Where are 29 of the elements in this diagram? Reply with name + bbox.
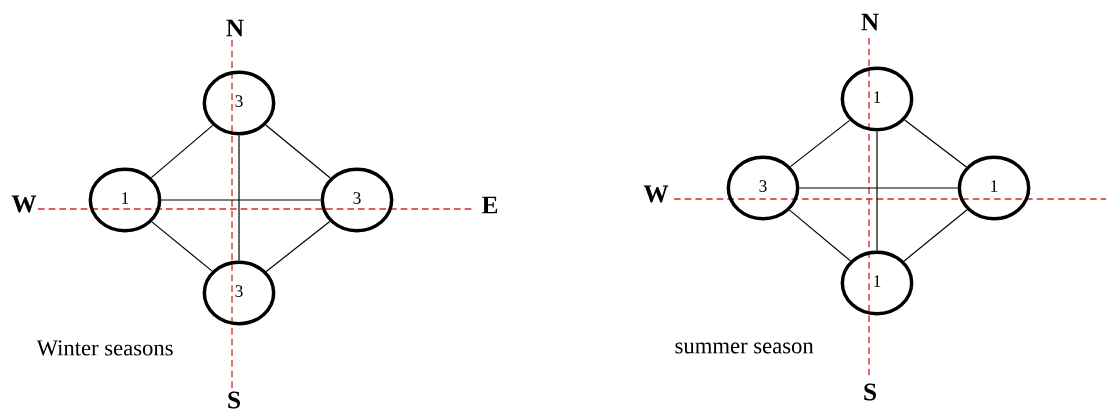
compass-letter: E (480, 195, 500, 215)
edge-line (789, 119, 851, 168)
ellipse-node: 1 (840, 66, 914, 132)
season-caption: summer season (673, 341, 816, 355)
edge-line (876, 130, 878, 252)
season-caption: Winter seasons (35, 339, 175, 357)
compass-letter: W (10, 194, 38, 214)
ellipse-node: 3 (202, 70, 276, 136)
ellipse-node: 3 (726, 155, 800, 221)
ellipse-node: 1 (840, 250, 914, 316)
compass-letter: S (225, 390, 243, 410)
compass-letter: N (859, 12, 881, 32)
edge-line (798, 187, 959, 189)
edge-line (265, 220, 331, 273)
edge-line (150, 124, 214, 179)
edge-line (238, 134, 240, 262)
compass-letter: S (861, 382, 879, 402)
ellipse-node: 3 (202, 260, 276, 326)
edge-line (160, 199, 322, 201)
edge-line (151, 221, 213, 272)
compass-letter: W (642, 184, 670, 204)
compass-letter: N (224, 18, 246, 38)
ellipse-node: 1 (957, 155, 1031, 221)
edge-line (265, 124, 331, 179)
edge-line (903, 209, 968, 262)
edge-line (904, 119, 967, 168)
ellipse-node: 1 (88, 167, 162, 233)
ellipse-node: 3 (320, 167, 394, 233)
edge-line (789, 209, 852, 262)
